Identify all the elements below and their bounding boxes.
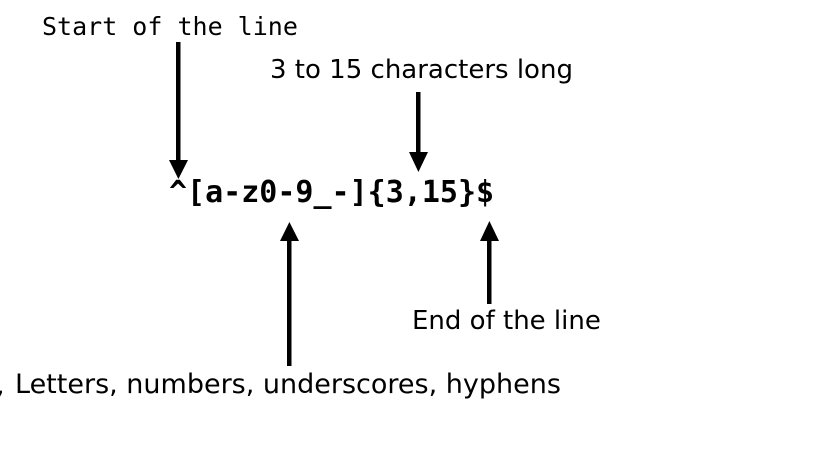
label-end-of-line: End of the line xyxy=(412,306,601,336)
label-length-quantifier: 3 to 15 characters long xyxy=(270,55,573,85)
arrow-end-of-line xyxy=(480,221,499,304)
clipped-text-fragment: , xyxy=(0,372,3,400)
label-character-class: Letters, numbers, underscores, hyphens xyxy=(15,369,561,400)
regex-pattern-text: ^[a-z0-9_-]{3,15}$ xyxy=(169,175,495,210)
arrow-character-class xyxy=(280,222,299,366)
arrow-start-of-line xyxy=(169,42,188,179)
label-start-of-line: Start of the line xyxy=(42,12,298,41)
arrow-length-quantifier xyxy=(409,92,428,172)
